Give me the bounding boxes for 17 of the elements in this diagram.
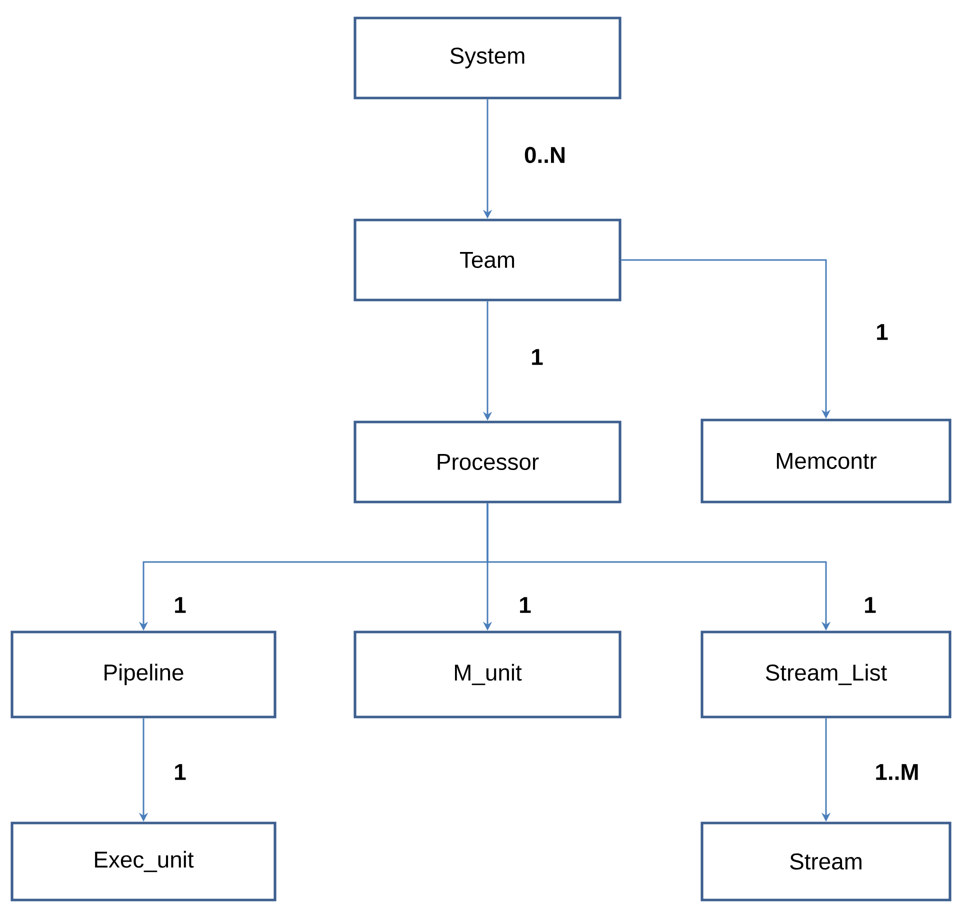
class-box: Processor [354, 420, 622, 504]
class-box: Exec_unit [10, 822, 276, 902]
multiplicity-label: 1 [175, 764, 186, 780]
class-box: Stream_List [700, 630, 952, 718]
class-box: Memcontr [700, 418, 952, 504]
class-box: Team [354, 218, 622, 302]
multiplicity-label: 0..N [524, 146, 564, 164]
multiplicity-label: 1 [520, 597, 531, 613]
class-box: Pipeline [10, 630, 276, 718]
multiplicity-label: 1 [175, 597, 186, 613]
multiplicity-label: 1 [532, 349, 543, 365]
multiplicity-label: 1..M [876, 764, 918, 780]
class-box: M_unit [354, 630, 622, 718]
class-box: Stream [700, 822, 952, 902]
multiplicity-label: 1 [877, 324, 888, 340]
multiplicity-label: 1 [865, 597, 876, 613]
class-box: System [354, 16, 622, 100]
